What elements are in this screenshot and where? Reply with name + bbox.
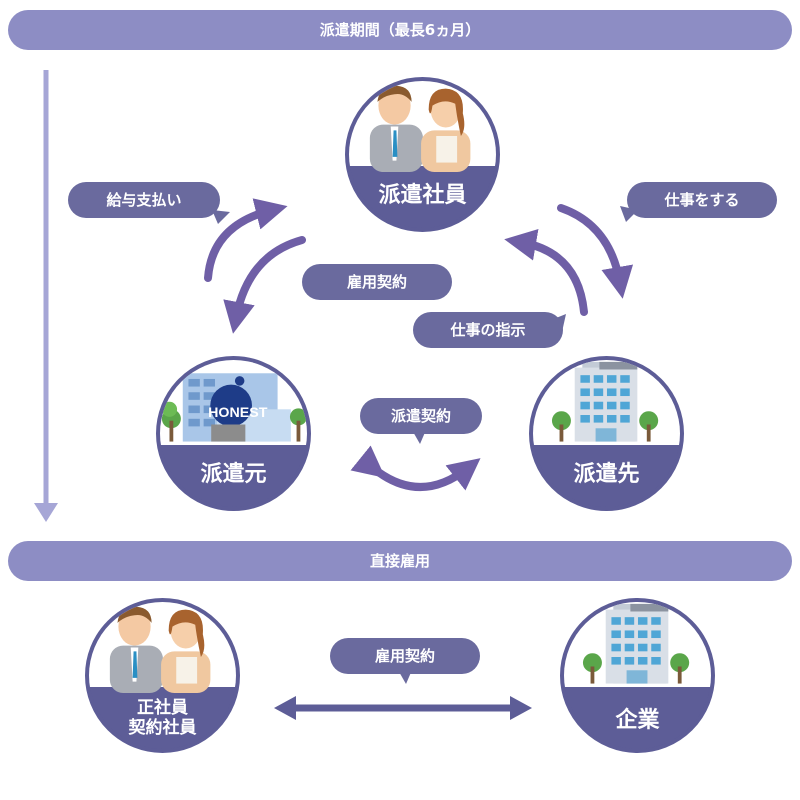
dispatch-period-banner: 派遣期間（最長6ヵ月） (8, 10, 792, 50)
agency-node: HONEST 派遣元 (156, 356, 311, 511)
salary-payment-label: 給与支払い (68, 182, 220, 218)
work-text: 仕事をする (664, 191, 740, 209)
client-label: 派遣先 (573, 462, 640, 487)
employment-contract-text: 雇用契約 (346, 273, 407, 291)
direct-employment-banner: 直接雇用 (8, 541, 792, 581)
direct-employee-label: 正社員 契約社員 (89, 698, 236, 738)
work-label: 仕事をする (627, 182, 777, 218)
direct-employment-title: 直接雇用 (369, 552, 430, 570)
company-label: 企業 (615, 708, 660, 733)
company-node: 企業 (560, 598, 715, 753)
direct-contract-label: 雇用契約 (330, 638, 480, 674)
contract-employee-text: 契約社員 (128, 718, 197, 738)
dispatched-employee-node: 派遣社員 (345, 77, 500, 232)
agency-label: 派遣元 (200, 462, 267, 487)
client-building-icon (551, 361, 659, 442)
regular-employee-text: 正社員 (137, 698, 188, 718)
instruction-arrow (504, 228, 588, 316)
direct-contract-text: 雇用契約 (374, 647, 435, 665)
instruction-label: 仕事の指示 (413, 312, 563, 348)
salary-arrow (204, 198, 288, 282)
company-building-icon (582, 603, 690, 684)
client-node: 派遣先 (529, 356, 684, 511)
salary-payment-text: 給与支払い (106, 191, 182, 209)
dispatch-period-title: 派遣期間（最長6ヵ月） (319, 21, 481, 39)
direct-employee-node: 正社員 契約社員 (85, 598, 240, 753)
dispatch-contract-arrow (350, 445, 481, 491)
employees-icon (369, 85, 471, 173)
employment-contract-label: 雇用契約 (302, 264, 452, 300)
dispatch-contract-label: 派遣契約 (360, 398, 482, 434)
direct-employees-icon (109, 606, 211, 694)
employment-contract-arrow (223, 236, 306, 334)
work-arrow (557, 204, 634, 299)
agency-building-icon: HONEST (161, 373, 307, 442)
instruction-text: 仕事の指示 (450, 321, 526, 339)
dispatch-contract-text: 派遣契約 (390, 407, 451, 425)
direct-contract-arrow (274, 696, 532, 720)
dispatched-employee-label: 派遣社員 (378, 183, 467, 208)
agency-logo-text: HONEST (208, 405, 268, 421)
